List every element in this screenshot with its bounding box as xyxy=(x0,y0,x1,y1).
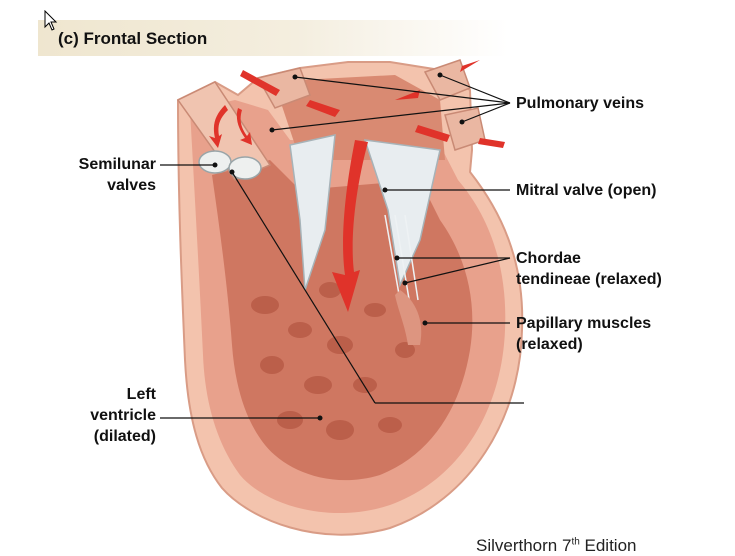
mouse-pointer-icon xyxy=(44,10,58,31)
papillary-muscle xyxy=(395,290,422,345)
section-title: (c) Frontal Section xyxy=(58,29,208,48)
label-chordae-line2: tendineae (relaxed) xyxy=(516,271,662,288)
mitral-valve-leaflet xyxy=(289,134,336,291)
semilunar-valve-cusps xyxy=(198,150,262,180)
label-semilunar-line2: valves xyxy=(107,177,156,194)
label-left-ventricle-line1: Left xyxy=(126,386,156,403)
header-bar xyxy=(38,20,508,56)
flow-arrow-large xyxy=(332,140,368,312)
label-left-ventricle-line3: (dilated) xyxy=(93,428,156,445)
label-papillary-line1: Papillary muscles xyxy=(516,315,652,332)
label-pulmonary-veins: Pulmonary veins xyxy=(516,95,645,112)
label-papillary-line2: (relaxed) xyxy=(516,336,583,353)
label-chordae-line1: Chordae xyxy=(516,250,581,267)
leader-dots xyxy=(212,72,465,421)
mitral-valve-leaflet xyxy=(363,139,441,288)
label-semilunar-line1: Semilunar xyxy=(78,156,156,173)
edition-credit: Silverthorn 7th Edition xyxy=(476,536,637,555)
blood-flow-arrows xyxy=(209,60,505,312)
label-left-ventricle-line2: ventricle xyxy=(90,407,156,424)
leader-lines xyxy=(160,74,524,419)
trabeculae xyxy=(251,282,415,440)
label-mitral-valve: Mitral valve (open) xyxy=(516,182,657,199)
pulmonary-vein-stub xyxy=(423,59,471,101)
